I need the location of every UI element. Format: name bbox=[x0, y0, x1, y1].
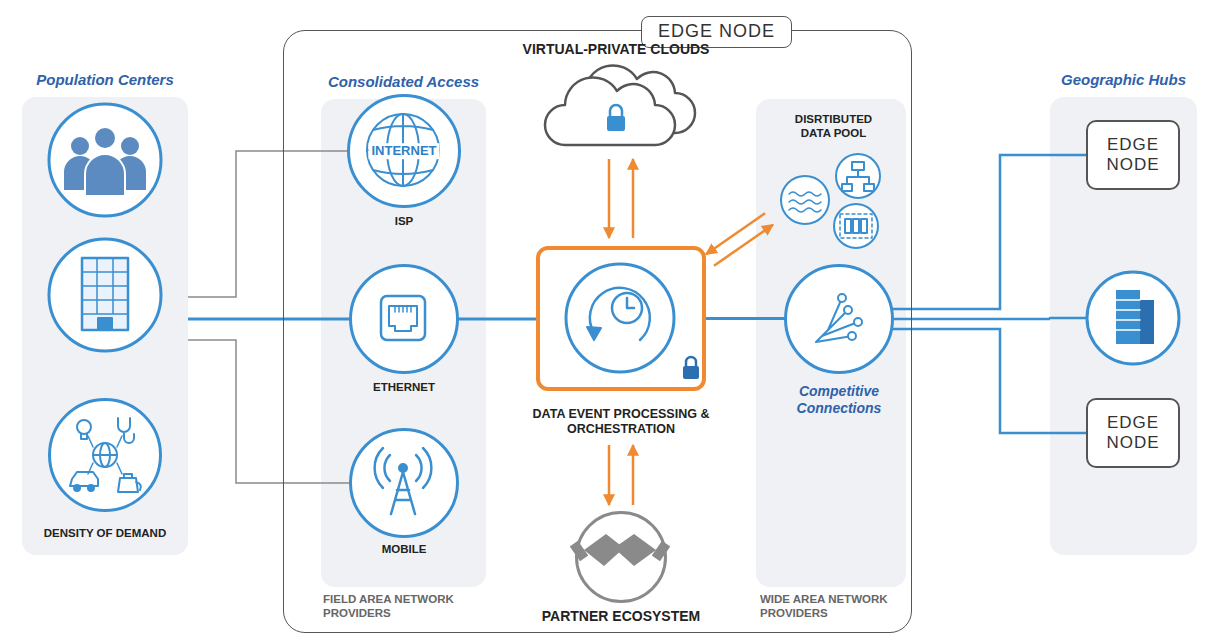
connector bbox=[892, 155, 1086, 309]
connector-line bbox=[892, 155, 1086, 309]
node-heading: VIRTUAL-PRIVATE CLOUDS bbox=[523, 41, 710, 58]
demand-icons bbox=[70, 418, 141, 492]
icon-circle: DENSITY OF DEMAND bbox=[48, 398, 162, 512]
connector bbox=[609, 445, 633, 505]
ethernet-port-icon bbox=[381, 296, 425, 340]
hub-box: EDGE NODE bbox=[1086, 398, 1180, 468]
panel-heading: Consolidated Access bbox=[328, 73, 479, 91]
people-icon bbox=[64, 127, 146, 196]
panel-footer: WIDE AREA NETWORK PROVIDERS bbox=[760, 593, 905, 621]
hub-building-icon bbox=[1116, 290, 1154, 344]
shape-fill bbox=[575, 511, 667, 603]
box-label: EDGE NODE bbox=[1091, 413, 1175, 452]
node-label: DENSITY OF DEMAND bbox=[44, 527, 166, 541]
connector bbox=[706, 318, 784, 319]
panel-ground bbox=[321, 99, 486, 587]
connector bbox=[188, 340, 349, 483]
panel-heading: Geographic Hubs bbox=[1061, 71, 1186, 89]
region-panel: Geographic HubsEDGE NODEEDGE NODE bbox=[1050, 97, 1197, 555]
event-clock-icon bbox=[566, 264, 674, 372]
panel-ground bbox=[22, 97, 188, 555]
connector-line bbox=[188, 318, 349, 321]
shape-fill bbox=[349, 428, 459, 538]
node-heading: DISRTIBUTED DATA POOL bbox=[781, 113, 886, 141]
hub-wire bbox=[1050, 317, 1087, 320]
provider-panel: WIDE AREA NETWORK PROVIDERSDISRTIBUTED D… bbox=[756, 99, 906, 587]
panel-heading: Population Centers bbox=[36, 71, 174, 89]
access-circle: INTERNETISP bbox=[347, 94, 461, 208]
edge-node-frame: EDGE NODEConsolidated AccessFIELD AREA N… bbox=[283, 30, 912, 633]
connector-line bbox=[188, 151, 347, 297]
icon-word: INTERNET bbox=[369, 143, 440, 159]
connector bbox=[459, 319, 536, 320]
connector bbox=[892, 329, 1086, 433]
panel-ground bbox=[756, 99, 906, 587]
process-box: DATA EVENT PROCESSING & ORCHESTRATION bbox=[536, 246, 706, 391]
shape-fill bbox=[536, 246, 706, 391]
connector-line bbox=[714, 225, 773, 266]
connector bbox=[188, 319, 349, 320]
connector bbox=[609, 159, 633, 238]
shape-fill bbox=[347, 94, 461, 208]
icon-circle bbox=[49, 104, 161, 216]
handshake-icon bbox=[570, 534, 671, 572]
data-pool: DISRTIBUTED DATA POOL bbox=[771, 109, 896, 249]
shape-fill bbox=[1086, 120, 1180, 190]
mobile-tower-icon bbox=[375, 448, 432, 514]
connector bbox=[894, 319, 1050, 320]
cloud-shape bbox=[545, 65, 695, 145]
node-label: DATA EVENT PROCESSING & ORCHESTRATION bbox=[532, 407, 710, 437]
access-circle: ETHERNET bbox=[349, 264, 459, 374]
globe-icon bbox=[367, 114, 439, 186]
lock-icon bbox=[679, 356, 703, 382]
connector-line bbox=[706, 317, 784, 320]
icon-circle bbox=[49, 239, 161, 351]
icon-circle bbox=[1087, 272, 1179, 364]
building-icon bbox=[82, 258, 128, 330]
data-pool-icons bbox=[781, 154, 880, 248]
connector-line bbox=[892, 329, 1086, 433]
connector-line bbox=[632, 445, 635, 505]
node-label: PARTNER ECOSYSTEM bbox=[542, 608, 700, 625]
shape-fill bbox=[784, 264, 894, 374]
node-label: ISP bbox=[395, 215, 414, 229]
connector-line bbox=[188, 340, 349, 483]
shape-fill bbox=[1086, 398, 1180, 468]
hub-box: EDGE NODE bbox=[1086, 120, 1180, 190]
node-label: Competitive Connections bbox=[784, 383, 894, 417]
shape-fill bbox=[349, 264, 459, 374]
partner-circle: PARTNER ECOSYSTEM bbox=[575, 511, 667, 603]
access-circle: MOBILE bbox=[349, 428, 459, 538]
network-icon bbox=[816, 294, 862, 342]
lock-icon bbox=[607, 105, 625, 131]
connector-line bbox=[632, 159, 635, 238]
connector bbox=[706, 213, 773, 265]
shape-fill bbox=[48, 398, 162, 512]
connector-line bbox=[608, 445, 611, 505]
connector bbox=[188, 151, 347, 297]
connector-line bbox=[894, 318, 1050, 321]
cloud-node: VIRTUAL-PRIVATE CLOUDS bbox=[546, 59, 686, 151]
connector-line bbox=[459, 318, 536, 321]
panel-ground bbox=[1050, 97, 1197, 555]
connector-line bbox=[706, 213, 765, 254]
connection-circle: Competitive Connections bbox=[784, 264, 894, 374]
node-label: ETHERNET bbox=[373, 381, 435, 395]
node-label: MOBILE bbox=[382, 543, 427, 557]
provider-panel: Consolidated AccessFIELD AREA NETWORK PR… bbox=[321, 99, 486, 587]
connector-line bbox=[608, 159, 611, 238]
box-label: EDGE NODE bbox=[1091, 135, 1175, 174]
region-panel: Population CentersDENSITY OF DEMAND bbox=[22, 97, 188, 555]
panel-footer: FIELD AREA NETWORK PROVIDERS bbox=[323, 593, 473, 621]
